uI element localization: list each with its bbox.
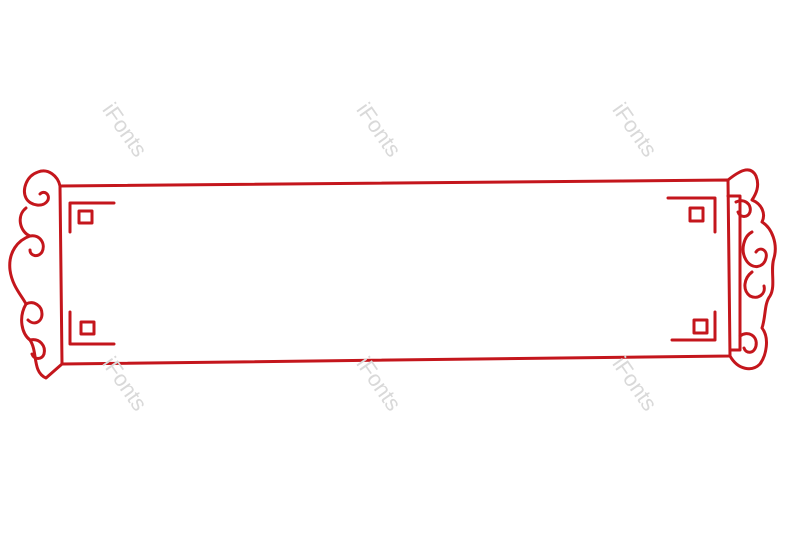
- corner-ornament-bottom-left: [68, 310, 116, 346]
- corner-ornament-bottom-right: [670, 310, 717, 342]
- corner-ornament-top-left: [68, 201, 116, 234]
- plaque-panel: [58, 178, 732, 366]
- corner-ornament-top-right: [666, 196, 717, 234]
- right-cloud-scroll: [726, 168, 777, 371]
- left-cloud-scroll: [8, 169, 64, 380]
